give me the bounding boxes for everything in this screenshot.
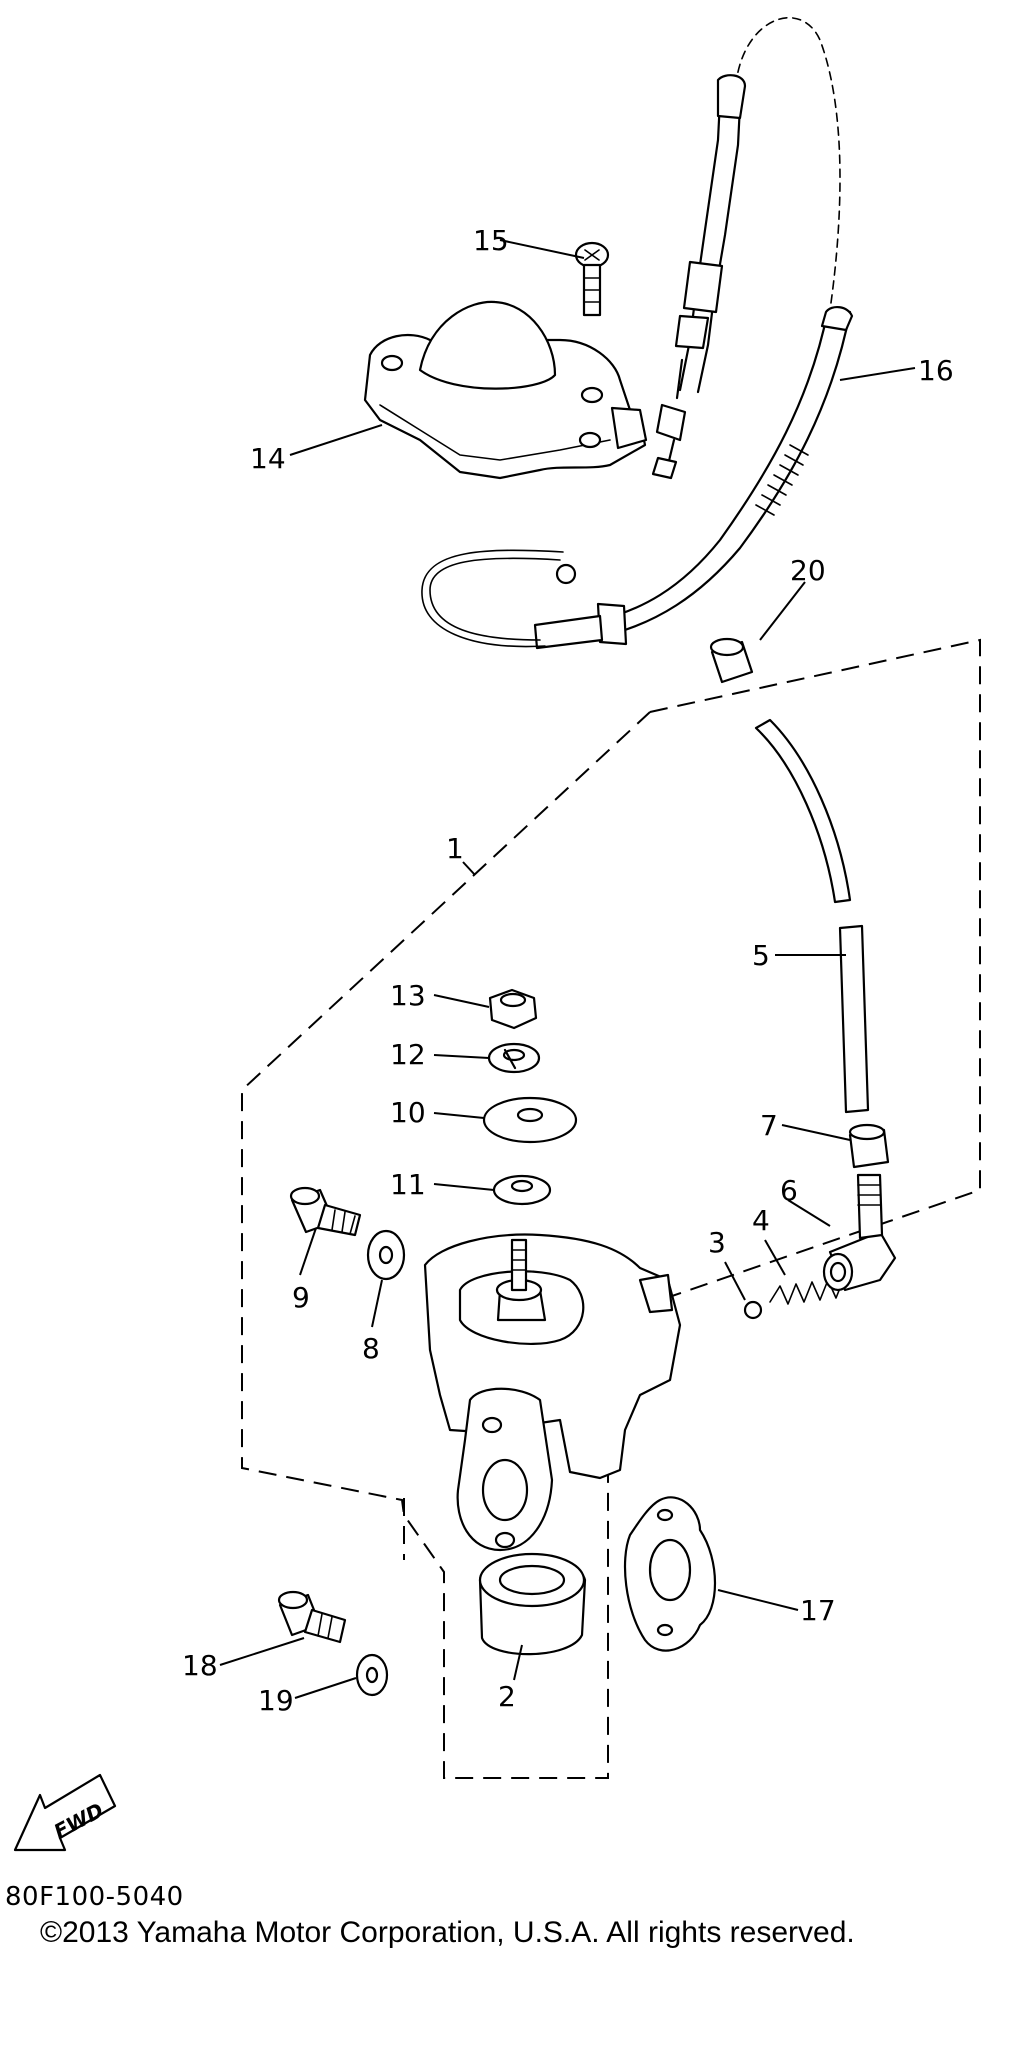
washer-part-19 xyxy=(355,1653,389,1697)
copyright-text: ©2013 Yamaha Motor Corporation, U.S.A. A… xyxy=(40,1916,855,1949)
callout-16: 16 xyxy=(918,354,954,387)
nut-part-13 xyxy=(488,988,538,1030)
callout-labels: 15 14 16 20 1 13 12 10 11 5 7 6 4 3 9 8 … xyxy=(182,224,954,1717)
callout-9: 9 xyxy=(292,1281,310,1314)
gasket-part-17 xyxy=(623,1496,716,1652)
callout-2: 2 xyxy=(498,1680,516,1713)
callout-7: 7 xyxy=(760,1109,778,1142)
callout-13: 13 xyxy=(390,979,426,1012)
callout-17: 17 xyxy=(800,1594,836,1627)
ball-part-3 xyxy=(743,1300,763,1320)
callout-1: 1 xyxy=(446,832,464,865)
throttle-cable-part-16 xyxy=(421,16,854,650)
callout-12: 12 xyxy=(390,1038,426,1071)
seal-part-2 xyxy=(478,1552,587,1656)
bolt-part-18 xyxy=(277,1590,347,1644)
callout-18: 18 xyxy=(182,1649,218,1682)
collar-part-7 xyxy=(848,1123,890,1169)
callout-10: 10 xyxy=(390,1096,426,1129)
elbow-fitting-part-6 xyxy=(822,1173,897,1292)
callout-19: 19 xyxy=(258,1684,294,1717)
hose-part-5 xyxy=(754,718,870,1114)
callout-leaders xyxy=(219,239,916,1699)
assembly-boundary-part-1 xyxy=(241,638,981,1779)
callout-20: 20 xyxy=(790,554,826,587)
callout-15: 15 xyxy=(473,224,509,257)
callout-8: 8 xyxy=(362,1332,380,1365)
screw-part-15 xyxy=(574,241,610,317)
callout-4: 4 xyxy=(752,1204,770,1237)
diagram-code: 80F100-5040 xyxy=(5,1882,184,1912)
callout-3: 3 xyxy=(708,1226,726,1259)
callout-6: 6 xyxy=(780,1174,798,1207)
washer-part-8 xyxy=(366,1229,406,1281)
callout-14: 14 xyxy=(250,442,286,475)
callout-11: 11 xyxy=(390,1168,426,1201)
pump-cover-part-14 xyxy=(363,300,648,480)
bolt-part-9 xyxy=(289,1186,362,1237)
lock-washer-part-12 xyxy=(487,1042,541,1074)
callout-5: 5 xyxy=(752,939,770,972)
washer-part-11 xyxy=(492,1174,552,1206)
pump-body xyxy=(423,1233,682,1552)
fwd-arrow-icon: FWD xyxy=(13,1773,117,1852)
connector-part-20 xyxy=(709,637,754,684)
washer-part-10 xyxy=(482,1096,578,1144)
